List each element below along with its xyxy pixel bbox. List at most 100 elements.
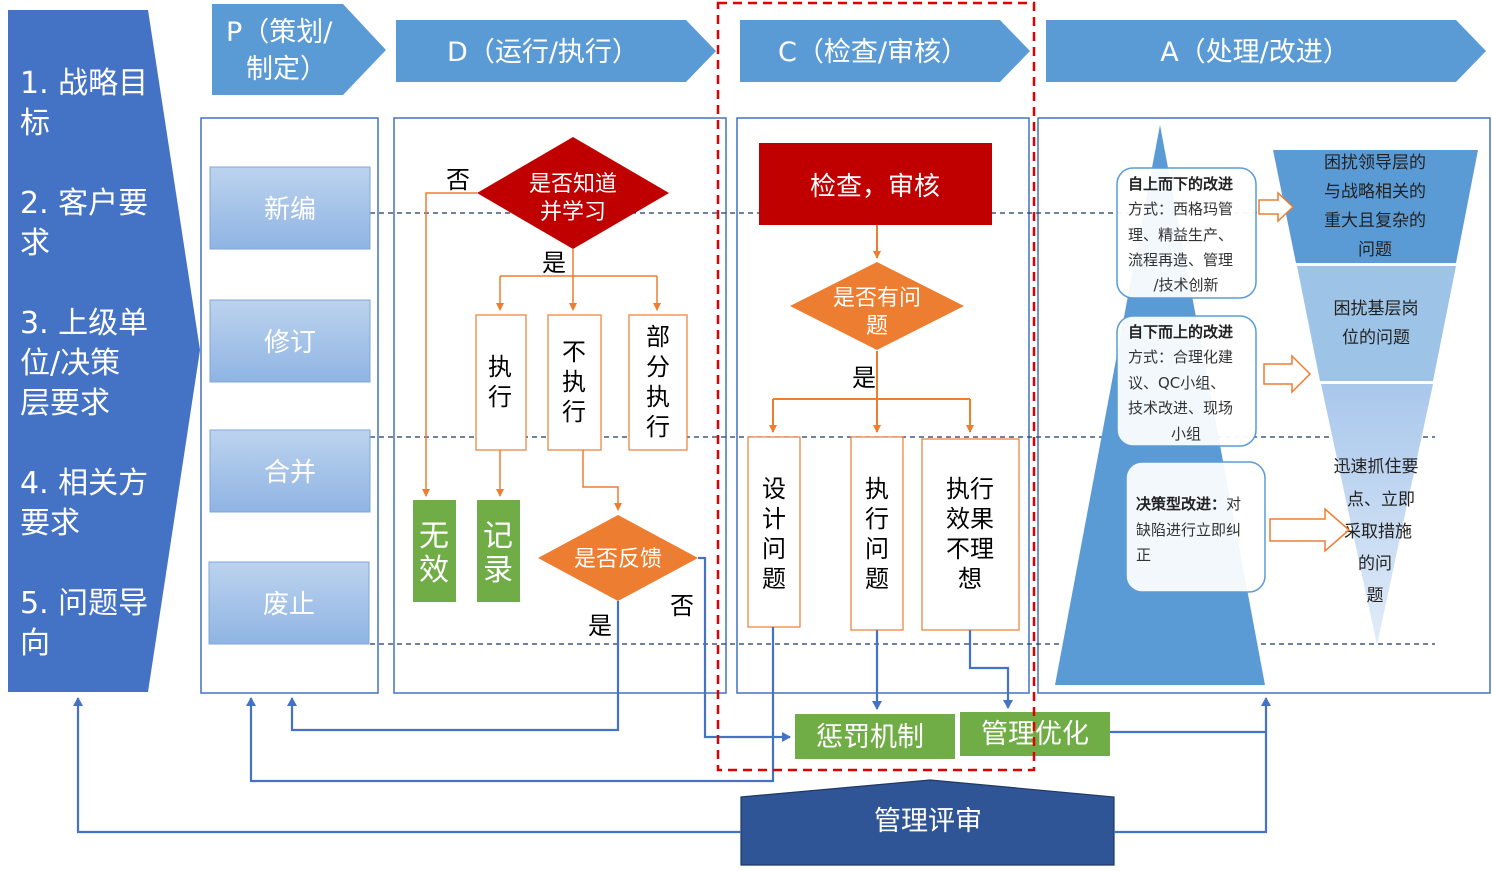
svg-text:检查，审核: 检查，审核 <box>810 172 940 202</box>
left-item-4b: 要求 <box>20 506 80 541</box>
svg-text:行: 行 <box>646 413 670 441</box>
svg-text:问: 问 <box>762 535 786 563</box>
do-frame <box>393 117 727 694</box>
svg-text:制定）: 制定） <box>246 54 327 85</box>
hollow-arrow-2 <box>1263 354 1312 394</box>
option-partial-execute <box>628 314 688 451</box>
svg-text:是否有问: 是否有问 <box>833 286 921 311</box>
plan-box-merge <box>209 429 371 513</box>
svg-text:方式：合理化建: 方式：合理化建 <box>1128 348 1233 366</box>
result-record <box>477 500 520 602</box>
svg-text:/技术创新: /技术创新 <box>1153 276 1218 294</box>
svg-text:执: 执 <box>646 383 670 411</box>
plan-box-revise <box>209 299 371 383</box>
svg-text:重大且复杂的: 重大且复杂的 <box>1324 211 1426 231</box>
svg-text:新编: 新编 <box>264 195 316 225</box>
decision-learn <box>477 137 669 249</box>
svg-text:修订: 修订 <box>264 328 316 358</box>
option-execute <box>475 314 527 451</box>
act-frame <box>1037 117 1491 694</box>
svg-text:行: 行 <box>488 383 512 411</box>
optimize-box <box>960 712 1110 756</box>
svg-text:想: 想 <box>958 565 982 593</box>
svg-text:并学习: 并学习 <box>540 200 606 225</box>
svg-text:采取措施: 采取措施 <box>1344 522 1412 542</box>
svg-text:题: 题 <box>866 314 888 339</box>
svg-text:理、精益生产、: 理、精益生产、 <box>1128 226 1233 244</box>
svg-text:点、立即: 点、立即 <box>1347 490 1415 510</box>
svg-text:小组: 小组 <box>1171 425 1201 443</box>
left-item-1a: 1. 战略目 <box>20 66 148 101</box>
svg-text:流程再造、管理: 流程再造、管理 <box>1128 251 1233 269</box>
left-item-3a: 3. 上级单 <box>20 306 148 341</box>
phase-p-header: P（策划/ 制定） <box>212 4 386 95</box>
svg-text:缺陷进行立即纠: 缺陷进行立即纠 <box>1136 521 1241 539</box>
left-item-3c: 层要求 <box>20 386 110 421</box>
svg-text:C（检查/审核）: C（检查/审核） <box>778 37 968 68</box>
svg-text:P（策划/: P（策划/ <box>226 17 333 48</box>
svg-text:正: 正 <box>1136 546 1151 564</box>
svg-text:问题: 问题 <box>1358 240 1392 260</box>
svg-text:录: 录 <box>483 553 513 588</box>
hollow-arrow-1 <box>1258 191 1295 223</box>
svg-text:方式：西格玛管: 方式：西格玛管 <box>1128 200 1233 218</box>
svg-text:困扰基层岗: 困扰基层岗 <box>1334 299 1419 319</box>
label-yes-1: 是 <box>542 249 566 277</box>
funnel-tier-3 <box>1321 384 1433 645</box>
svg-text:题: 题 <box>762 565 786 593</box>
svg-text:A（处理/改进）: A（处理/改进） <box>1160 37 1350 68</box>
svg-text:合并: 合并 <box>264 458 316 488</box>
left-item-1b: 标 <box>20 106 50 141</box>
svg-text:执行: 执行 <box>946 475 994 503</box>
option-not-execute <box>547 314 602 451</box>
penalty-box <box>795 714 955 759</box>
left-item-3b: 位/决策 <box>20 346 120 381</box>
phase-c-header: C（检查/审核） <box>740 20 1030 82</box>
plan-box-new <box>209 166 371 250</box>
funnel-tier-1 <box>1273 150 1478 263</box>
label-yes-3: 是 <box>852 364 876 392</box>
svg-text:部: 部 <box>646 323 670 351</box>
label-yes-2: 是 <box>588 612 612 640</box>
svg-text:行: 行 <box>562 398 586 426</box>
svg-text:是否知道: 是否知道 <box>529 172 617 197</box>
svg-text:惩罚机制: 惩罚机制 <box>816 722 924 753</box>
svg-text:执: 执 <box>562 368 586 396</box>
svg-text:问: 问 <box>865 535 889 563</box>
card-top-down <box>1116 167 1257 299</box>
svg-text:的问: 的问 <box>1358 554 1392 574</box>
left-item-5b: 向 <box>20 626 50 661</box>
svg-text:效: 效 <box>419 553 449 588</box>
svg-text:执: 执 <box>488 353 512 381</box>
issue-design <box>747 436 801 628</box>
svg-text:技术改进、现场: 技术改进、现场 <box>1128 399 1233 417</box>
svg-text:决策型改进：对: 决策型改进：对 <box>1136 495 1241 513</box>
svg-text:记: 记 <box>483 519 513 554</box>
decision-has-problem <box>790 262 964 350</box>
left-item-2b: 求 <box>20 226 50 261</box>
svg-text:废止: 废止 <box>263 590 315 620</box>
svg-text:迅速抓住要: 迅速抓住要 <box>1334 457 1419 477</box>
card-bottom-up <box>1116 315 1257 447</box>
plan-box-abolish <box>208 561 370 645</box>
left-item-2a: 2. 客户要 <box>20 186 148 221</box>
plan-boxes: 新编 修订 合并 废止 <box>208 166 371 645</box>
phase-d-header: D（运行/执行） <box>396 20 716 82</box>
svg-text:执: 执 <box>865 475 889 503</box>
svg-text:位的问题: 位的问题 <box>1342 328 1410 348</box>
check-audit-box <box>759 143 992 225</box>
svg-text:是否反馈: 是否反馈 <box>574 547 662 572</box>
svg-text:与战略相关的: 与战略相关的 <box>1324 182 1426 202</box>
svg-text:分: 分 <box>646 353 670 381</box>
svg-text:不: 不 <box>562 338 586 366</box>
svg-text:计: 计 <box>762 505 786 533</box>
do-flowchart: 是否知道 并学习 否 是 执 行 不 执 行 部 分 执 行 无 效 记 录 <box>413 137 698 640</box>
card-decision <box>1125 461 1266 593</box>
svg-text:行: 行 <box>865 505 889 533</box>
svg-text:D（运行/执行）: D（运行/执行） <box>447 37 639 68</box>
label-no-2: 否 <box>670 592 694 620</box>
svg-text:不理: 不理 <box>946 535 994 563</box>
decision-feedback <box>538 515 698 601</box>
check-frame <box>736 117 1030 694</box>
svg-text:管理评审: 管理评审 <box>874 806 982 837</box>
